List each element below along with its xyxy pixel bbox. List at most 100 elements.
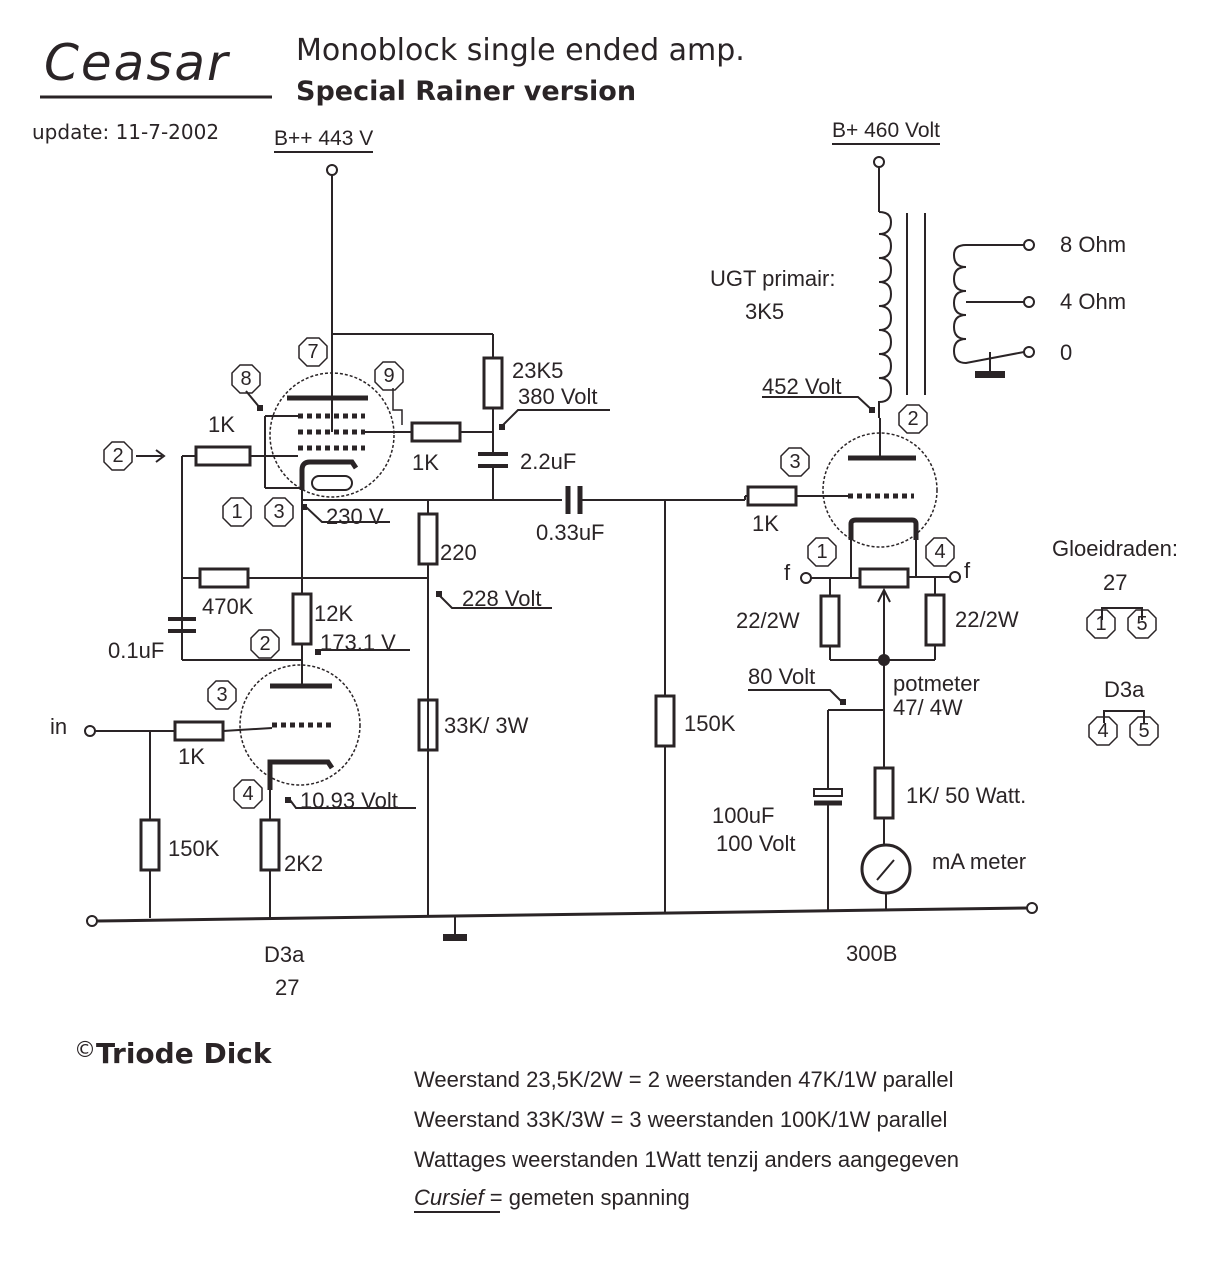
resistor-22-left [819,594,841,648]
legend-note: Cursief = gemeten spanning [414,1187,690,1209]
resistor-150k-output [654,694,676,748]
pin-badge-300b-fil-a: 1 [807,537,837,567]
resistor-150k-input [139,818,161,872]
tap-4-ohm-terminal[interactable] [1023,296,1035,308]
screen-resistor-value: 23K5 [512,358,564,383]
input-label: in [50,714,68,739]
bplus-terminal[interactable] [873,156,885,168]
legend-value: = gemeten spanning [483,1185,690,1210]
driver-plate-voltage: 173.1 V [320,630,396,655]
page-title: Monoblock single ended amp. [296,33,745,68]
heater-pin-d3a-a: 4 [1088,716,1118,746]
pin-badge-pentode-g3: 8 [231,364,261,394]
tap-0-label: 0 [1060,340,1073,365]
pin-badge-driver-cathode: 4 [233,779,263,809]
bplus-label: B+ 460 Volt [832,120,941,145]
300b-filament [848,517,919,540]
pot-label: potmeter [893,671,980,696]
ground-rail [96,906,1028,923]
transformer-primary [878,211,893,418]
pin-badge-pentode-g2: 9 [374,361,404,391]
resistor-screen-1k [410,421,462,443]
note-3: Wattages weerstanden 1Watt tenzij anders… [414,1147,960,1172]
bpp-terminal[interactable] [326,164,338,176]
driver-tube-label-alt: 27 [275,975,300,1000]
tail-resistor-value: 33K/ 3W [444,713,529,738]
update-date: update: 11-7-2002 [32,120,220,144]
resistor-33k [417,698,439,752]
driver-tube-label: D3a [264,942,305,967]
pin-badge-300b-grid: 3 [780,447,810,477]
page-subtitle: Special Rainer version [296,76,637,107]
300b-cathode-voltage: 80 Volt [748,664,816,689]
300b-grid-stopper-value: 1K [752,511,779,536]
transformer-value: 3K5 [745,299,785,324]
copyright: ©Triode Dick [74,1040,272,1068]
tap-4-ohm-label: 4 Ohm [1060,289,1127,314]
screen-cap-value: 2.2uF [520,449,577,474]
filament-terminal-right[interactable] [949,571,961,583]
tap-0-terminal[interactable] [1023,346,1035,358]
cathode-cap-voltage: 100 Volt [716,831,796,856]
pin-badge-driver-anode: 2 [250,629,280,659]
input-terminal[interactable] [84,725,96,737]
coupling-cap-value: 0.33uF [536,520,605,545]
pin-badge-input-ref: 2 [103,441,133,471]
screen-stopper-value: 1K [412,450,439,475]
output-tube-label: 300B [846,941,898,966]
heater-pin-27-b: 5 [1127,609,1157,639]
ground-terminal-right[interactable] [1026,902,1038,914]
secondary-ground-symbol [975,371,1005,378]
resistor-23k5 [482,356,504,410]
legend-key: Cursief [414,1185,484,1210]
transformer-label: UGT primair: [710,266,836,291]
resistor-12k [291,592,313,646]
resistor-input-1k [173,720,225,742]
feedback-cap-value: 0.1uF [108,638,165,663]
feedback-resistor-value: 470K [202,594,254,619]
bpp-label: B++ 443 V [274,128,374,153]
300b-plate-voltage: 452 Volt [762,374,842,399]
heaters-title: Gloeidraden: [1052,536,1178,561]
transformer-secondary [952,244,1025,365]
ground-symbol [443,934,467,941]
tube-300b-envelope [822,432,938,548]
potmeter-47[interactable] [858,567,910,589]
resistor-22-right [924,593,946,647]
pentode-cathode-voltage: 230 V [326,504,384,529]
heater-group-d3a-label: D3a [1104,677,1145,702]
tap-8-ohm-label: 8 Ohm [1060,232,1127,257]
pentode-heater [311,475,353,491]
pin-badge-driver-grid: 3 [207,680,237,710]
output-grid-leak-value: 150K [684,711,736,736]
tap-8-ohm-terminal[interactable] [1023,239,1035,251]
hum-resistor-right-value: 22/2W [955,607,1019,632]
filament-label-right: f [964,558,971,583]
cathode-resistor-50w-value: 1K/ 50 Watt. [906,783,1027,808]
pentode-grid-stopper-value: 1K [208,412,235,437]
tube-driver-envelope [239,664,361,786]
filament-terminal-left[interactable] [800,572,812,584]
resistor-220 [417,512,439,566]
pin-badge-pentode-cathode-a: 1 [222,497,252,527]
copyright-symbol: © [74,1038,96,1063]
resistor-grid-1k-pentode [194,445,252,467]
ground-terminal-left[interactable] [86,915,98,927]
cap-100u-plate-a [813,788,843,797]
driver-cathode [267,759,335,790]
resistor-2k2 [259,818,281,872]
hum-resistor-left-value: 22/2W [736,608,800,633]
plate-resistor-value: 12K [314,601,354,626]
input-resistor-value: 1K [178,744,205,769]
pin-badge-300b-anode: 2 [898,404,928,434]
driver-cathode-voltage: 10.93 Volt [300,788,398,813]
pentode-cathode [299,459,359,490]
pin-badge-300b-fil-b: 4 [925,537,955,567]
pentode-grids [298,413,365,451]
heater-group-27-label: 27 [1103,570,1128,595]
note-2: Weerstand 33K/3W = 3 weerstanden 100K/1W… [414,1107,948,1132]
screen-voltage: 380 Volt [518,384,598,409]
author: Triode Dick [96,1037,272,1070]
heater-pin-d3a-b: 5 [1129,716,1159,746]
